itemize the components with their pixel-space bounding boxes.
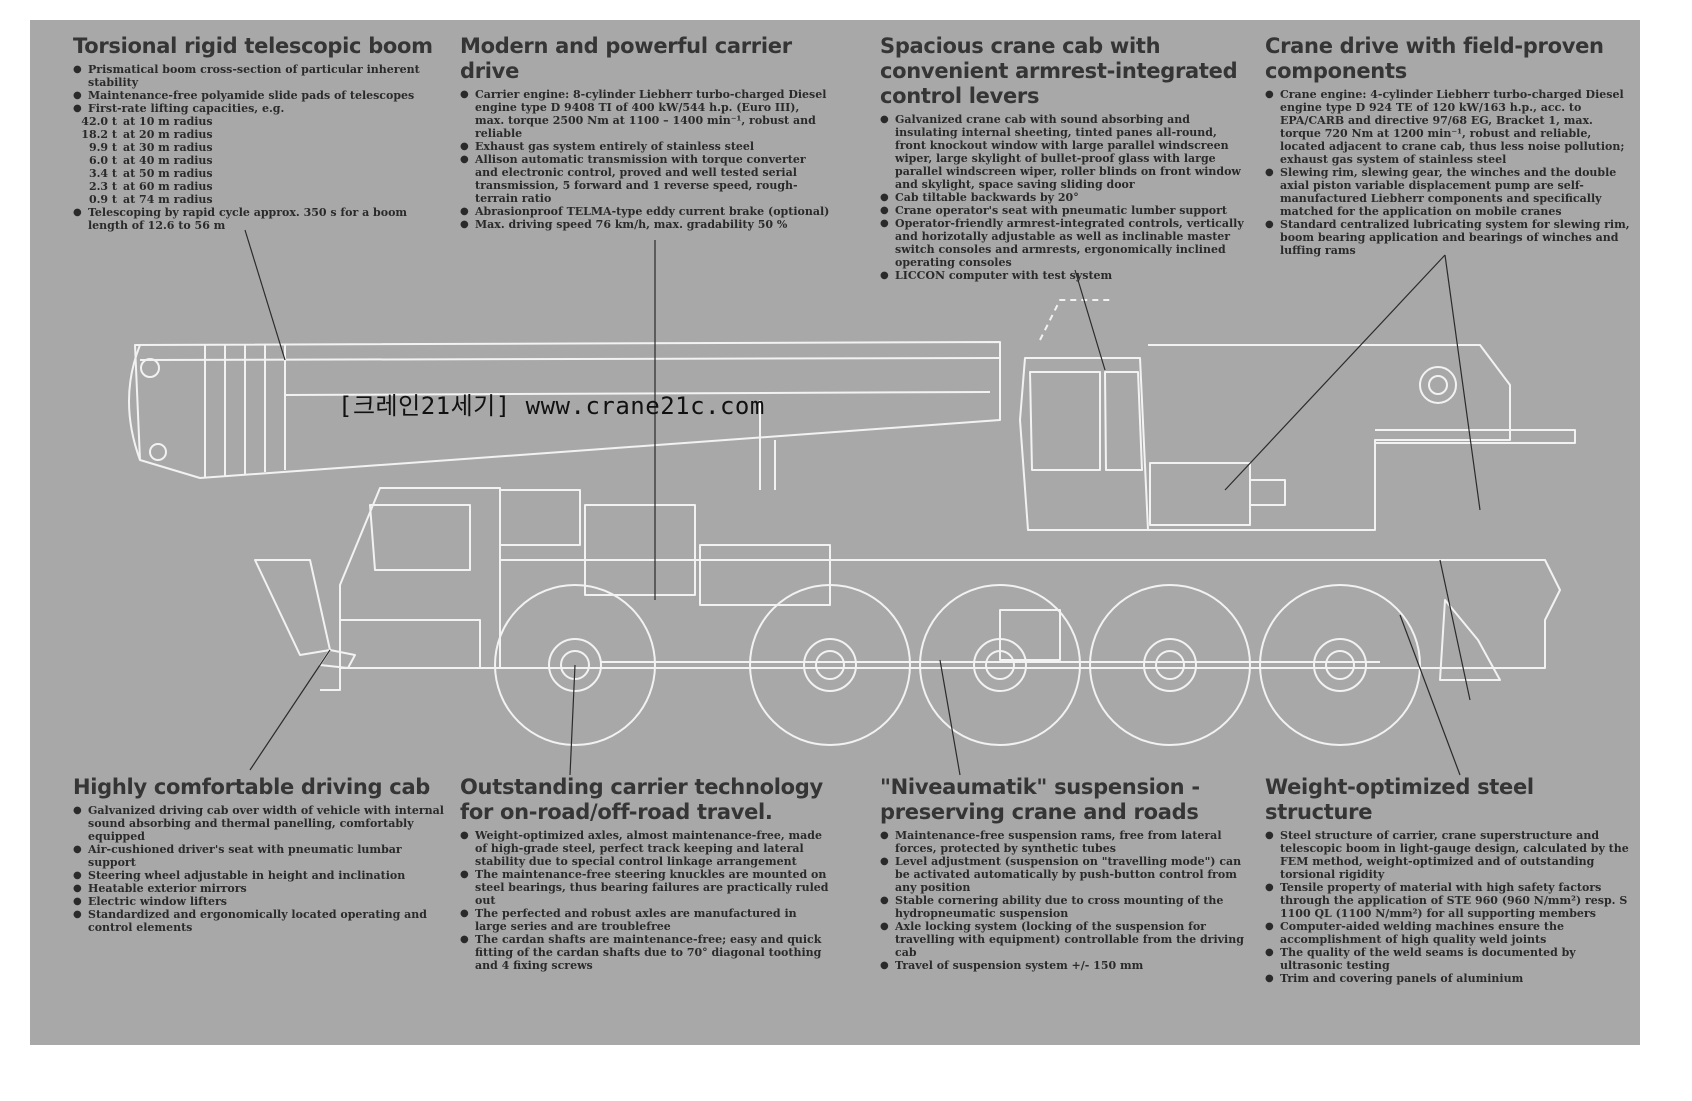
feature-item: Air-cushioned driver's seat with pneumat… bbox=[73, 843, 448, 869]
telescopic-boom bbox=[128, 341, 1001, 479]
capacity-row: 9.9 t at 30 m radius bbox=[73, 141, 448, 154]
feature-list: Steel structure of carrier, crane supers… bbox=[1265, 829, 1635, 985]
feature-item: Electric window lifters bbox=[73, 895, 448, 908]
capacity-value: 0.9 t bbox=[88, 193, 117, 206]
feature-item: Galvanized crane cab with sound absorbin… bbox=[880, 113, 1248, 191]
block-carrier-tech: Outstanding carrier technology for on-ro… bbox=[460, 775, 830, 972]
feature-list: Weight-optimized axles, almost maintenan… bbox=[460, 829, 830, 972]
feature-list: Prismatical boom cross-section of partic… bbox=[73, 63, 448, 115]
block-title: Spacious crane cab with convenient armre… bbox=[880, 34, 1238, 108]
feature-item: The quality of the weld seams is documen… bbox=[1265, 946, 1635, 972]
feature-item: Stable cornering ability due to cross mo… bbox=[880, 894, 1248, 920]
feature-item: Heatable exterior mirrors bbox=[73, 882, 448, 895]
capacity-radius: at 50 m radius bbox=[123, 167, 213, 180]
block-title: Highly comfortable driving cab bbox=[73, 775, 431, 799]
feature-item: Galvanized driving cab over width of veh… bbox=[73, 804, 448, 843]
block-title: Modern and powerful carrier drive bbox=[460, 34, 792, 83]
block-steel-structure: Weight-optimized steel structure Steel s… bbox=[1265, 775, 1635, 985]
feature-item: Steel structure of carrier, crane supers… bbox=[1265, 829, 1635, 881]
feature-list: Galvanized driving cab over width of veh… bbox=[73, 804, 448, 934]
feature-item: Travel of suspension system +/- 150 mm bbox=[880, 959, 1248, 972]
feature-item: Standardized and ergonomically located o… bbox=[73, 908, 448, 934]
block-title: Torsional rigid telescopic boom bbox=[73, 34, 433, 58]
feature-item: The perfected and robust axles are manuf… bbox=[460, 907, 830, 933]
feature-item: Crane operator's seat with pneumatic lum… bbox=[880, 204, 1248, 217]
superstructure bbox=[1148, 344, 1576, 531]
capacity-list: 42.0 t at 10 m radius 18.2 t at 20 m radiu… bbox=[73, 115, 448, 206]
feature-item: Maintenance-free polyamide slide pads of… bbox=[73, 89, 448, 102]
capacity-row: 3.4 t at 50 m radius bbox=[73, 167, 448, 180]
feature-item: Carrier engine: 8-cylinder Liebherr turb… bbox=[460, 88, 830, 140]
feature-item: Weight-optimized axles, almost maintenan… bbox=[460, 829, 830, 868]
capacity-value: 18.2 t bbox=[81, 128, 117, 141]
feature-list: Telescoping by rapid cycle approx. 350 s… bbox=[73, 206, 448, 232]
feature-item: First-rate lifting capacities, e.g. bbox=[73, 102, 448, 115]
feature-item: Exhaust gas system entirely of stainless… bbox=[460, 140, 830, 153]
feature-item: The cardan shafts are maintenance-free; … bbox=[460, 933, 830, 972]
feature-item: Cab tiltable backwards by 20° bbox=[880, 191, 1248, 204]
feature-item: Standard centralized lubricating system … bbox=[1265, 218, 1635, 257]
capacity-row: 18.2 t at 20 m radius bbox=[73, 128, 448, 141]
capacity-value: 42.0 t bbox=[81, 115, 117, 128]
feature-item: Computer-aided welding machines ensure t… bbox=[1265, 920, 1635, 946]
block-crane-drive: Crane drive with field-proven components… bbox=[1265, 34, 1635, 257]
capacity-radius: at 74 m radius bbox=[123, 193, 213, 206]
leader-lines bbox=[244, 229, 1481, 776]
feature-item: Telescoping by rapid cycle approx. 350 s… bbox=[73, 206, 448, 232]
capacity-radius: at 10 m radius bbox=[123, 115, 213, 128]
block-suspension: "Niveaumatik" suspension - preserving cr… bbox=[880, 775, 1248, 972]
block-boom: Torsional rigid telescopic boom Prismati… bbox=[73, 34, 448, 232]
carrier-chassis bbox=[254, 400, 1561, 691]
feature-item: Steering wheel adjustable in height and … bbox=[73, 869, 448, 882]
feature-item: Axle locking system (locking of the susp… bbox=[880, 920, 1248, 959]
feature-list: Carrier engine: 8-cylinder Liebherr turb… bbox=[460, 88, 830, 231]
feature-item: LICCON computer with test system bbox=[880, 269, 1248, 282]
front-counterweight bbox=[254, 559, 331, 656]
block-title: Outstanding carrier technology for on-ro… bbox=[460, 775, 823, 824]
watermark-text: [크레인21세기] www.crane21c.com bbox=[338, 392, 765, 420]
feature-item: Prismatical boom cross-section of partic… bbox=[73, 63, 448, 89]
feature-item: Allison automatic transmission with torq… bbox=[460, 153, 830, 205]
block-title: "Niveaumatik" suspension - preserving cr… bbox=[880, 775, 1200, 824]
capacity-row: 42.0 t at 10 m radius bbox=[73, 115, 448, 128]
crane-cab bbox=[1019, 299, 1149, 531]
capacity-radius: at 20 m radius bbox=[123, 128, 213, 141]
capacity-value: 2.3 t bbox=[88, 180, 117, 193]
feature-item: Slewing rim, slewing gear, the winches a… bbox=[1265, 166, 1635, 218]
capacity-value: 6.0 t bbox=[88, 154, 117, 167]
capacity-value: 9.9 t bbox=[88, 141, 117, 154]
wheels bbox=[494, 584, 1421, 746]
feature-list: Crane engine: 4-cylinder Liebherr turbo-… bbox=[1265, 88, 1635, 257]
feature-item: The maintenance-free steering knuckles a… bbox=[460, 868, 830, 907]
block-title: Crane drive with field-proven components bbox=[1265, 34, 1604, 83]
feature-list: Maintenance-free suspension rams, free f… bbox=[880, 829, 1248, 972]
feature-item: Trim and covering panels of aluminium bbox=[1265, 972, 1635, 985]
block-driving-cab: Highly comfortable driving cab Galvanize… bbox=[73, 775, 448, 934]
feature-item: Operator-friendly armrest-integrated con… bbox=[880, 217, 1248, 269]
feature-item: Maintenance-free suspension rams, free f… bbox=[880, 829, 1248, 855]
feature-item: Level adjustment (suspension on "travell… bbox=[880, 855, 1248, 894]
feature-item: Abrasionproof TELMA-type eddy current br… bbox=[460, 205, 830, 218]
feature-item: Max. driving speed 76 km/h, max. gradabi… bbox=[460, 218, 830, 231]
capacity-radius: at 40 m radius bbox=[123, 154, 213, 167]
block-carrier-drive: Modern and powerful carrier drive Carrie… bbox=[460, 34, 830, 231]
capacity-row: 6.0 t at 40 m radius bbox=[73, 154, 448, 167]
capacity-radius: at 60 m radius bbox=[123, 180, 213, 193]
block-crane-cab: Spacious crane cab with convenient armre… bbox=[880, 34, 1248, 282]
feature-list: Galvanized crane cab with sound absorbin… bbox=[880, 113, 1248, 282]
capacity-value: 3.4 t bbox=[88, 167, 117, 180]
capacity-row: 0.9 t at 74 m radius bbox=[73, 193, 448, 206]
block-title: Weight-optimized steel structure bbox=[1265, 775, 1534, 824]
capacity-row: 2.3 t at 60 m radius bbox=[73, 180, 448, 193]
feature-item: Tensile property of material with high s… bbox=[1265, 881, 1635, 920]
capacity-radius: at 30 m radius bbox=[123, 141, 213, 154]
feature-item: Crane engine: 4-cylinder Liebherr turbo-… bbox=[1265, 88, 1635, 166]
